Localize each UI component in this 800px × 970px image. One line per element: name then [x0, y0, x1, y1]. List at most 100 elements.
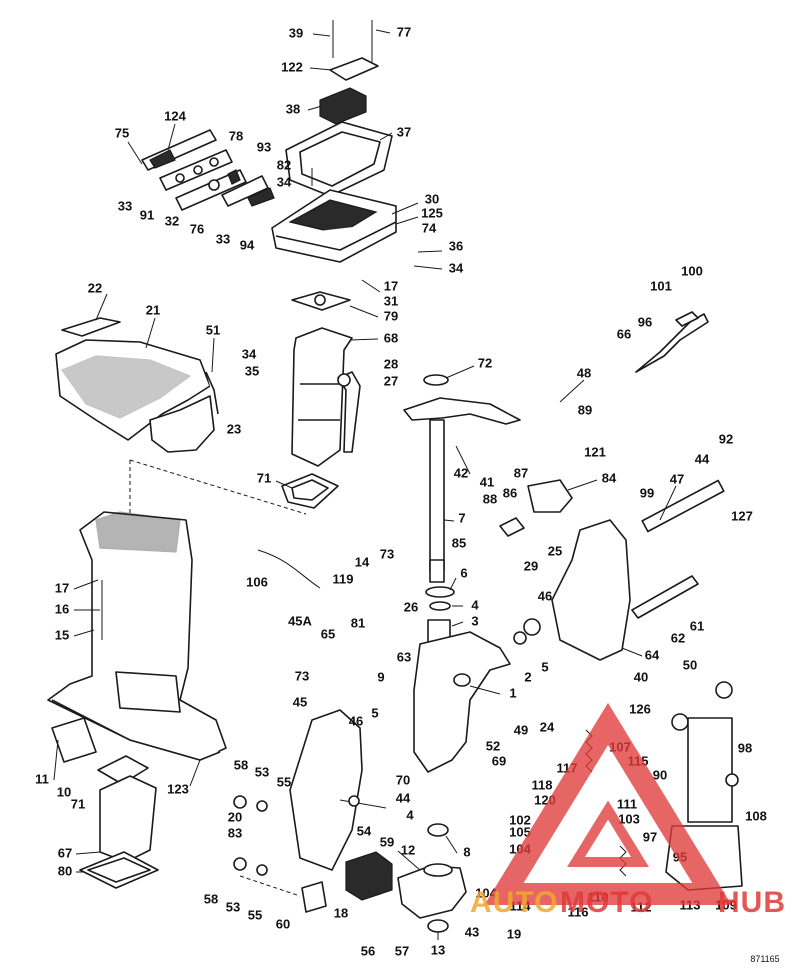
callout-92: 92	[719, 431, 733, 446]
callout-27: 27	[384, 373, 398, 388]
callout-53: 53	[226, 899, 240, 914]
callout-17: 17	[55, 580, 69, 595]
callout-121: 121	[584, 444, 606, 459]
callout-3: 3	[471, 613, 478, 628]
callout-29: 29	[524, 558, 538, 573]
callout-59: 59	[380, 834, 394, 849]
callout-64: 64	[645, 647, 660, 662]
callout-69: 69	[492, 753, 506, 768]
callout-52: 52	[486, 738, 500, 753]
callout-71: 71	[71, 796, 85, 811]
callout-16: 16	[55, 601, 69, 616]
callout-101: 101	[650, 278, 672, 293]
callout-34: 34	[449, 260, 464, 275]
callout-86: 86	[503, 485, 517, 500]
callout-20: 20	[228, 809, 242, 824]
callout-12: 12	[401, 842, 415, 857]
callout-49: 49	[514, 722, 528, 737]
callout-23: 23	[227, 421, 241, 436]
callout-60: 60	[276, 916, 290, 931]
callout-93: 93	[257, 139, 271, 154]
callout-19: 19	[507, 926, 521, 941]
callout-5: 5	[371, 705, 378, 720]
callout-68: 68	[384, 330, 398, 345]
callout-24: 24	[540, 719, 555, 734]
exhaust-tube-group	[129, 291, 361, 520]
steering-group	[257, 311, 725, 871]
callout-126: 126	[629, 701, 651, 716]
figure-code: 871165	[750, 954, 779, 964]
callout-65: 65	[321, 626, 335, 641]
callout-106: 106	[246, 574, 268, 589]
leader-lines	[53, 29, 733, 940]
callout-72: 72	[478, 355, 492, 370]
callout-32: 32	[165, 213, 179, 228]
callout-99: 99	[640, 485, 654, 500]
callout-90: 90	[653, 767, 667, 782]
callout-43: 43	[465, 924, 479, 939]
callout-28: 28	[384, 356, 398, 371]
callout-73: 73	[295, 668, 309, 683]
callout-46: 46	[538, 588, 552, 603]
callout-124: 124	[164, 108, 186, 123]
callout-67: 67	[58, 845, 72, 860]
callout-87: 87	[514, 465, 528, 480]
callout-73: 73	[380, 546, 394, 561]
watermark-triangle	[484, 702, 732, 905]
callout-22: 22	[88, 280, 102, 295]
callout-39: 39	[289, 25, 303, 40]
callout-55: 55	[277, 774, 291, 789]
callout-37: 37	[397, 124, 411, 139]
callout-70: 70	[396, 772, 410, 787]
callout-15: 15	[55, 627, 69, 642]
callout-7: 7	[458, 510, 465, 525]
callout-4: 4	[471, 597, 479, 612]
callout-84: 84	[602, 470, 617, 485]
callout-54: 54	[357, 823, 372, 838]
callout-108: 108	[745, 808, 767, 823]
callout-100: 100	[681, 263, 703, 278]
callout-76: 76	[190, 221, 204, 236]
callout-44: 44	[396, 790, 411, 805]
callout-4: 4	[406, 807, 414, 822]
callout-47: 47	[670, 471, 684, 486]
callout-44: 44	[695, 451, 710, 466]
watermark-moto: MOTO	[560, 886, 653, 919]
callout-8: 8	[463, 844, 470, 859]
callout-10: 10	[57, 784, 71, 799]
callout-97: 97	[643, 829, 657, 844]
callout-80: 80	[58, 863, 72, 878]
callout-103: 103	[618, 811, 640, 826]
callout-94: 94	[240, 237, 255, 252]
callout-63: 63	[397, 649, 411, 664]
callout-89: 89	[578, 402, 592, 417]
callout-14: 14	[355, 554, 370, 569]
callout-62: 62	[671, 630, 685, 645]
motor-cover-group	[55, 317, 219, 453]
callout-25: 25	[548, 543, 562, 558]
callout-31: 31	[384, 293, 398, 308]
callout-13: 13	[431, 942, 445, 957]
callout-105: 105	[509, 824, 531, 839]
callout-42: 42	[454, 465, 468, 480]
callout-83: 83	[228, 825, 242, 840]
callout-118: 118	[532, 777, 553, 792]
callout-45: 45	[293, 694, 307, 709]
watermark-text: AUTO MOTO HUB	[470, 886, 785, 919]
callout-58: 58	[204, 891, 218, 906]
callout-51: 51	[206, 322, 220, 337]
callout-96: 96	[638, 314, 652, 329]
callout-34: 34	[277, 174, 292, 189]
callout-91: 91	[140, 207, 154, 222]
callout-61: 61	[690, 618, 704, 633]
callout-71: 71	[257, 470, 271, 485]
callout-40: 40	[634, 669, 648, 684]
callout-11: 11	[35, 771, 49, 786]
lower-bracket-group	[233, 795, 467, 933]
callout-55: 55	[248, 907, 262, 922]
callout-9: 9	[377, 669, 384, 684]
callout-75: 75	[115, 125, 129, 140]
callout-125: 125	[421, 205, 443, 220]
callout-123: 123	[167, 781, 189, 796]
callout-45A: 45A	[288, 613, 312, 628]
